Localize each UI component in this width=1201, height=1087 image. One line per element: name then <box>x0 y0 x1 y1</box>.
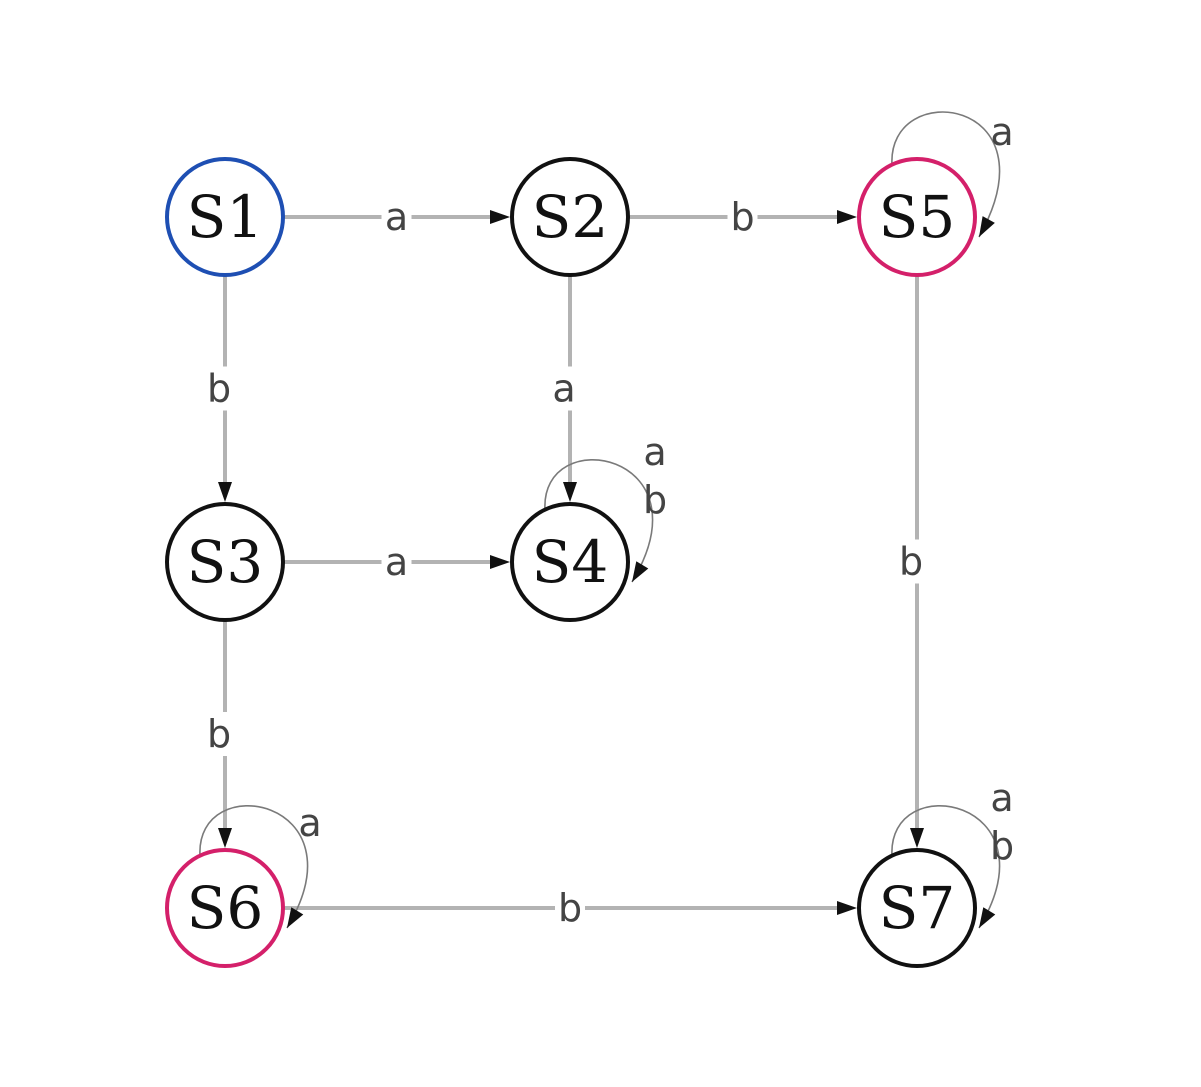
edge-s2-s4-label-bg <box>549 366 579 411</box>
edge-s3-s4-arrowhead <box>490 555 510 569</box>
edge-s1-s2-label-bg <box>381 195 412 239</box>
state-s5-label: S5 <box>879 183 956 251</box>
self-loop-s6-arrowhead <box>287 907 304 928</box>
edge-s6-s7-label-bg <box>555 886 585 930</box>
state-s4-circle <box>510 502 630 622</box>
edge-s2-s5-label-bg <box>727 195 758 239</box>
self-loop-s5 <box>891 111 1001 238</box>
edge-s2-s5-label: b <box>730 195 754 239</box>
edge-s3-s6-label-group: b <box>204 712 234 756</box>
self-loop-s4-label-b: b <box>643 478 667 522</box>
self-loop-s7-arrowhead <box>979 907 996 928</box>
edge-s5-s7-label-group: b <box>896 539 926 584</box>
edge-s2-s4-label: a <box>552 367 575 411</box>
edge-s1-s2-arrowhead <box>490 210 510 224</box>
edge-s3-s6-arrowhead <box>218 828 232 848</box>
edge-s3-s6-label-bg <box>204 712 234 756</box>
self-loop-s6-label-a: a <box>298 801 321 845</box>
state-s3-label: S3 <box>187 528 264 596</box>
self-loop-s4-label-a: a <box>643 430 666 474</box>
edge-s3-s4-label: a <box>385 540 408 584</box>
self-loop-s7 <box>891 805 1001 929</box>
self-loop-s4-arrowhead <box>632 561 649 582</box>
state-s6-label: S6 <box>187 874 264 942</box>
edge-s3-s6-label: b <box>207 712 231 756</box>
edge-s2-s4-arrowhead <box>563 482 577 502</box>
state-s1-circle <box>165 157 285 277</box>
state-s7-circle <box>857 848 977 968</box>
edge-s2-s5-label-group: b <box>727 195 758 239</box>
edge-s1-s3-label-group: b <box>204 366 234 411</box>
edge-s1-s3-arrowhead <box>218 482 232 502</box>
self-loop-s7-label-b: b <box>990 824 1014 868</box>
edge-s6-s7-label-group: b <box>555 886 585 930</box>
self-loop-s7-label-a: a <box>990 776 1013 820</box>
edge-s5-s7-arrowhead <box>910 828 924 848</box>
self-loop-s5-label-a: a <box>990 110 1013 154</box>
state-s5[interactable]: S5 <box>857 157 977 277</box>
edge-s3-s4-label-group: a <box>381 540 412 584</box>
self-loop-s6 <box>199 805 309 929</box>
edge-s1-s3-label: b <box>207 367 231 411</box>
state-s2[interactable]: S2 <box>510 157 630 277</box>
self-loop-s5-arrowhead <box>979 216 995 237</box>
state-s6-circle <box>165 848 285 968</box>
state-s2-label: S2 <box>532 183 609 251</box>
edge-s3-s4-label-bg <box>381 540 412 584</box>
edge-s2-s5-arrowhead <box>837 210 857 224</box>
edge-s1-s2-label-group: a <box>381 195 412 239</box>
state-s3[interactable]: S3 <box>165 502 285 622</box>
self-loop-s4 <box>544 459 654 583</box>
edge-s2-s4-label-group: a <box>549 366 579 411</box>
state-s1-label: S1 <box>187 183 264 251</box>
state-s5-circle <box>857 157 977 277</box>
edge-s6-s7-arrowhead <box>837 901 857 915</box>
state-s7-label: S7 <box>879 874 956 942</box>
edge-s5-s7-label-bg <box>896 539 926 584</box>
state-s6[interactable]: S6 <box>165 848 285 968</box>
state-s2-circle <box>510 157 630 277</box>
edge-s1-s2-label: a <box>385 195 408 239</box>
state-s1[interactable]: S1 <box>165 157 285 277</box>
edge-s5-s7-label: b <box>899 540 923 584</box>
state-s4[interactable]: S4 <box>510 502 630 622</box>
edge-s6-s7-label: b <box>558 886 582 930</box>
state-s3-circle <box>165 502 285 622</box>
state-s4-label: S4 <box>532 528 609 596</box>
state-s7[interactable]: S7 <box>857 848 977 968</box>
edge-s1-s3-label-bg <box>204 366 234 411</box>
